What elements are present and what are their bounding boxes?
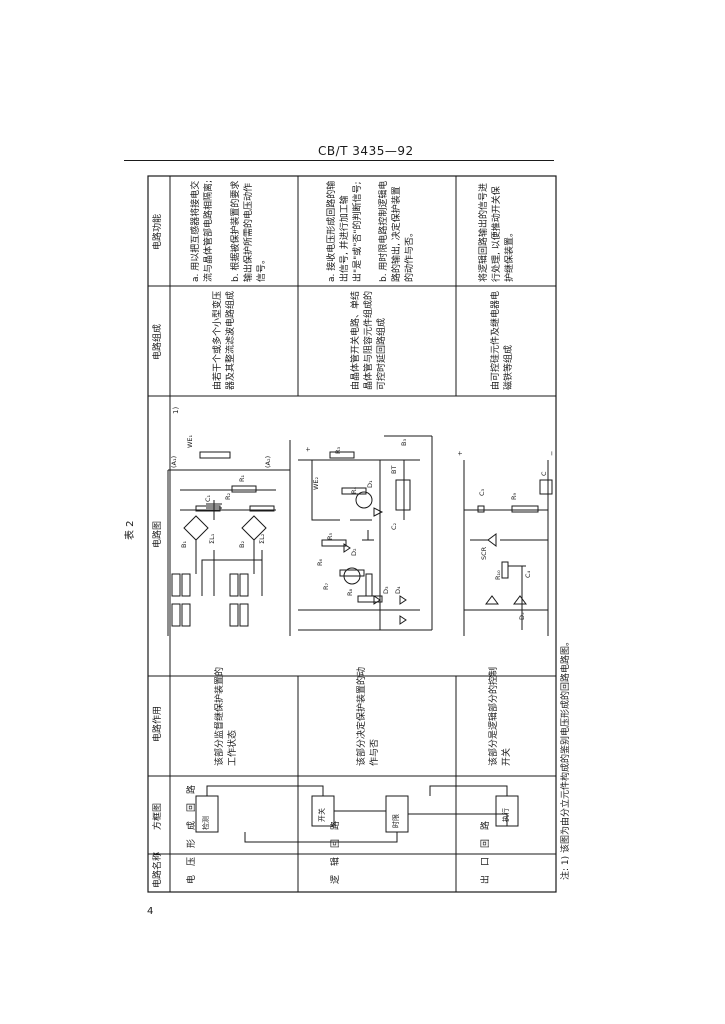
diagram-note: 1)	[172, 406, 180, 414]
circuit-diagram	[167, 435, 553, 636]
row3-function: 将逻辑回路输出的信号进行处理, 以便推动开关保护继保装置。	[479, 182, 515, 282]
row2-name: 逻辑回路	[331, 811, 341, 884]
header-circuit-role: 电路作用	[153, 705, 163, 742]
label-r1: R₁	[238, 474, 246, 482]
header-rule	[124, 160, 554, 161]
label-minus: −	[548, 451, 556, 456]
label-we2: WE₂	[312, 476, 320, 490]
label-c3: C₃	[478, 488, 486, 496]
header-circuit-diagram: 电路图	[153, 520, 163, 548]
row2-function-b: b. 用时限电路控制逻辑电路的输出, 决定保护装置的动作与否。	[379, 180, 415, 282]
row1-function-a: a. 用以把互感器将接电交流与晶体管部电路相隔离;	[191, 179, 214, 282]
label-r4: R₄	[350, 486, 358, 494]
label-b1: B₁	[180, 541, 188, 548]
row1-function-b: b. 根据被保护装置的要求输出保护所需的电压动作信号。	[231, 180, 267, 282]
label-r10: R₁₀	[494, 570, 502, 580]
label-c2: C₂	[390, 522, 398, 530]
row2-role: 该部分决定保护装置的动作与否	[357, 666, 380, 766]
page-number: 4	[147, 906, 154, 917]
label-a1: (A₁)	[170, 456, 178, 468]
row2-block-label-switch: 开关	[318, 808, 326, 822]
label-c-relay: C	[540, 471, 548, 476]
row2-block-label-timer: 时限	[392, 814, 400, 828]
label-d3: D₃	[382, 586, 390, 594]
row3-composition: 由可控硅元件及继电器电磁铁等组成	[491, 290, 514, 390]
row1-block-label: 检测	[202, 816, 210, 830]
row1-role: 该部分监督继保护装置的工作状态	[215, 666, 238, 766]
standard-code: CB/T 3435—92	[318, 144, 414, 158]
header-block-diagram: 方框图	[153, 802, 163, 830]
row1-composition: 由若干个或多个小型变压器及其整流滤波电路组成	[213, 290, 236, 390]
label-a2: (A₂)	[264, 456, 272, 468]
label-r5: R₅	[326, 532, 334, 540]
row2-function-a: a. 接收电压形成回路的输出信号, 并进行加工输出"是"或"否"的判断信号;	[327, 180, 363, 282]
label-plus-2: +	[456, 451, 464, 456]
label-r8: R₈	[346, 588, 354, 596]
label-d1: D₁	[366, 480, 374, 488]
row3-role: 该部分是逻辑部分的控制开关	[489, 666, 512, 766]
label-d5: D₅	[518, 612, 526, 620]
label-d4: D₄	[394, 586, 402, 594]
block-diagram	[195, 785, 519, 843]
label-b2: B₂	[238, 541, 246, 548]
label-r6: R₆	[316, 558, 324, 566]
label-r9: R₉	[510, 492, 518, 500]
label-r3: R₃	[334, 446, 342, 454]
row3-block-label: 执行	[502, 808, 510, 822]
label-plus: +	[304, 447, 312, 452]
row2-composition: 由晶体管开关电路、单结晶体管与阻容元件组成的可控时延回路组成	[351, 290, 387, 390]
table-note: 注: 1) 该图为由分立元件构成的鉴别电压形成的回路电路图。	[561, 637, 571, 880]
label-d2: D₂	[350, 548, 358, 556]
label-c1: C₁	[204, 494, 212, 502]
label-we1: WE₁	[186, 434, 194, 448]
header-circuit-function: 电路功能	[153, 213, 163, 250]
header-circuit-name: 电路名称	[153, 851, 163, 888]
label-scr: SCR	[480, 546, 488, 560]
label-dz1: ΣL₁	[208, 533, 216, 544]
label-bt: BT	[390, 466, 398, 474]
row1-name: 电压形成回路	[187, 775, 197, 884]
label-b3: B₃	[400, 439, 408, 446]
label-dz2: ΣL₂	[258, 533, 266, 544]
label-r2: R₂	[224, 492, 232, 500]
label-c4: C₄	[524, 570, 532, 578]
table-title: 表 2	[125, 520, 136, 540]
label-r7: R₇	[322, 582, 330, 590]
header-circuit-composition: 电路组成	[153, 323, 163, 360]
row3-name: 出口回路	[481, 811, 491, 884]
